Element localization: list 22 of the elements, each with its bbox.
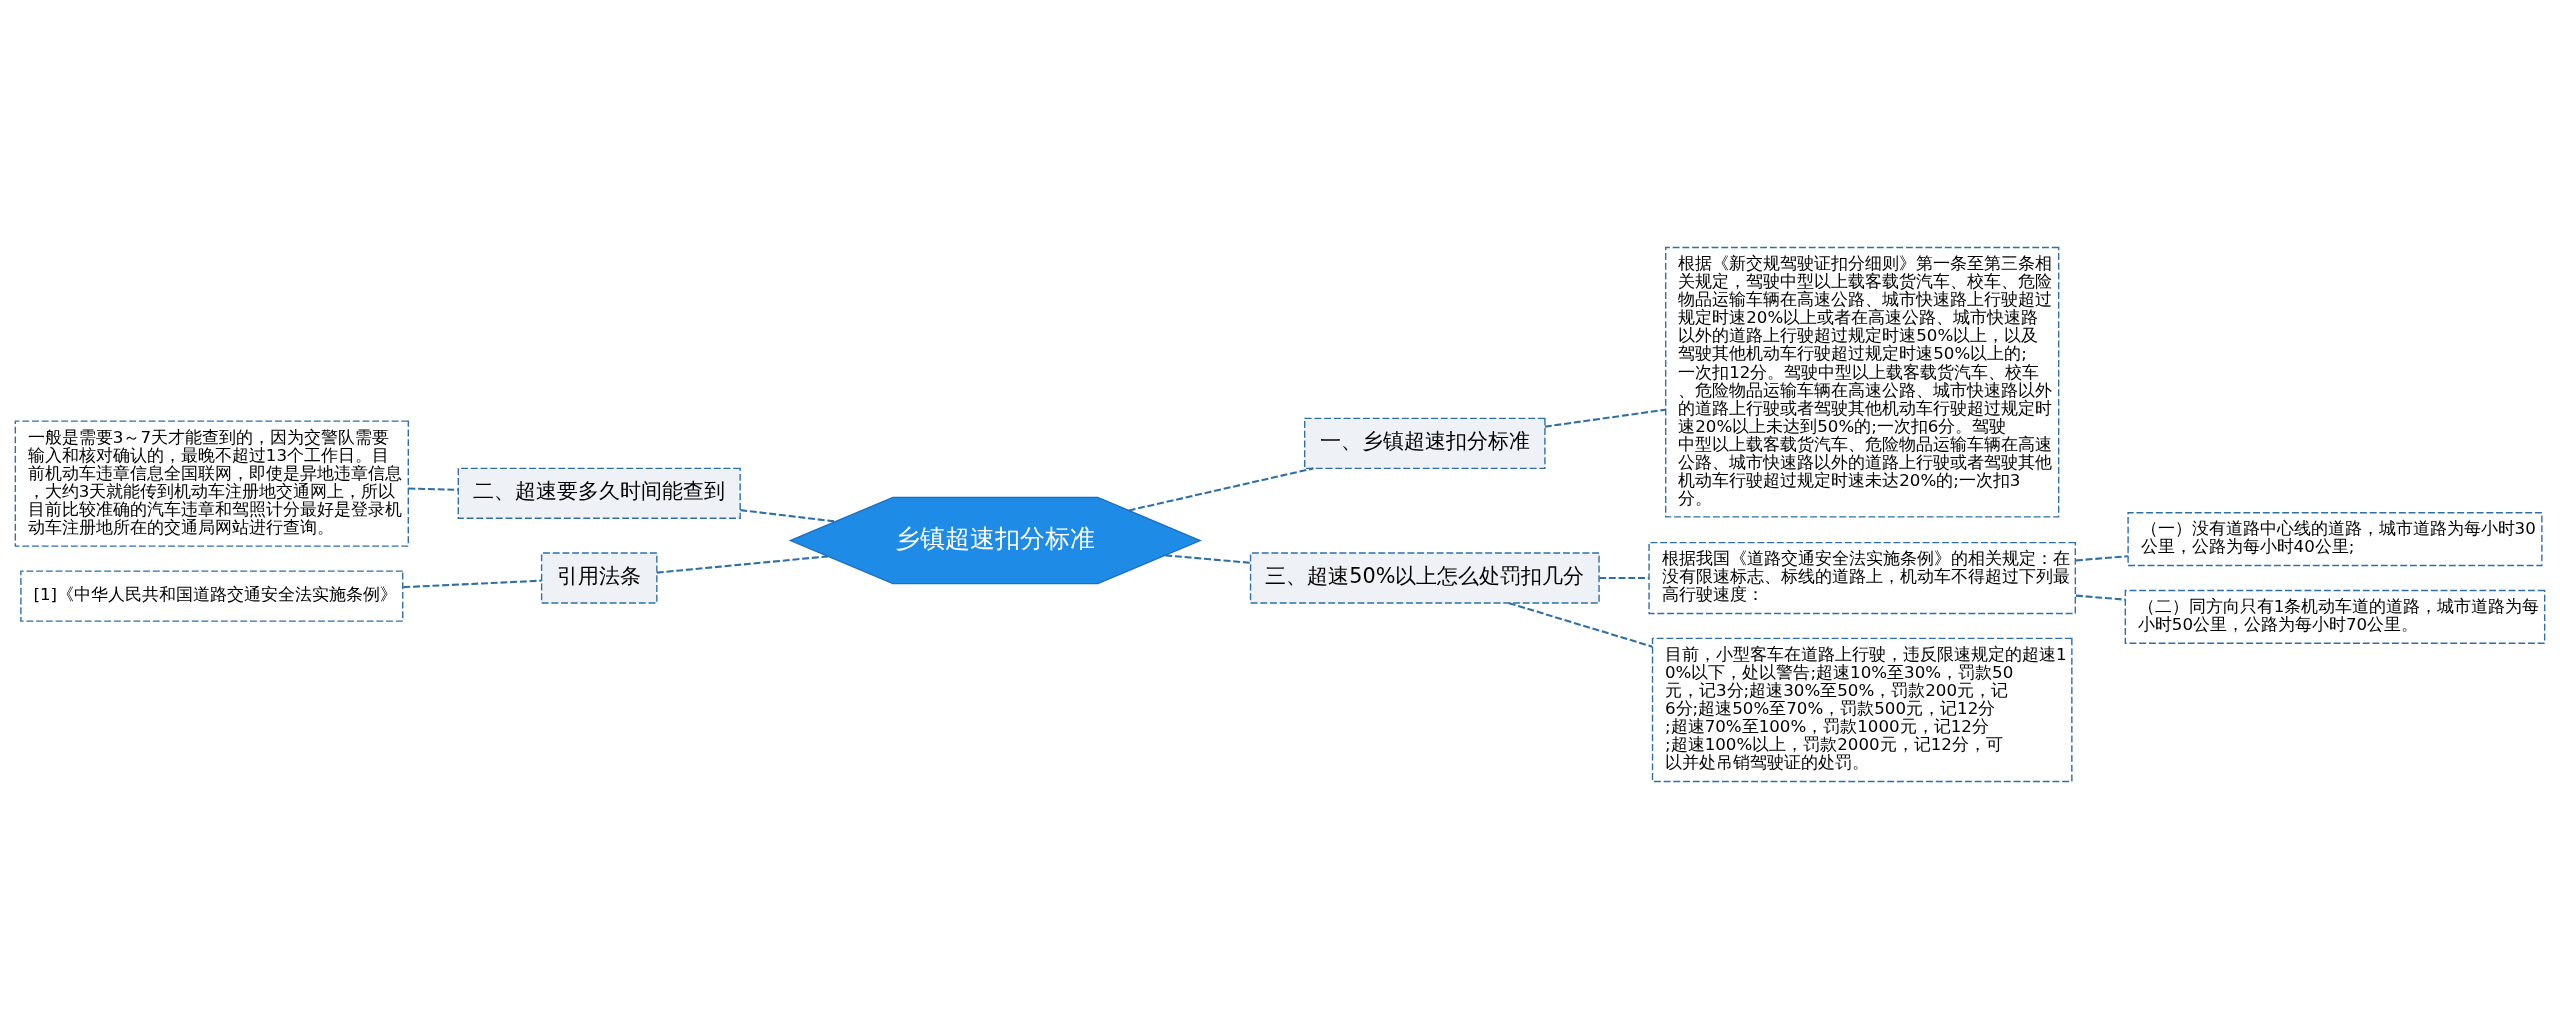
node-box: 引用法条 bbox=[540, 552, 658, 604]
node-box: 根据我国《道路交通安全法实施条例》的相关规定：在没有限速标志、标线的道路上，机动车不得超过下列最高行驶速度： bbox=[1648, 541, 2077, 615]
node-box: 一、乡镇超速扣分标准 bbox=[1304, 417, 1546, 470]
node-box: [1]《中华人民共和国道路交通安全法实施条例》 bbox=[20, 570, 404, 622]
connector bbox=[408, 487, 458, 491]
connector bbox=[1165, 554, 1251, 564]
connector bbox=[2075, 555, 2128, 562]
connector bbox=[1508, 602, 1653, 648]
connector bbox=[403, 579, 542, 589]
connector bbox=[740, 509, 836, 523]
node-box: （一）没有道路中心线的道路，城市道路为每小时30公里，公路为每小时40公里; bbox=[2127, 512, 2543, 567]
connector bbox=[1128, 467, 1314, 512]
node-box: 目前，小型客车在道路上行驶，违反限速规定的超速10%以下，处以警告;超速10%至30%，罚款50元，记3分;超速30%至50%，罚款200元，记6分;超速50%至70%，罚款500元，记12分;超速70%至100%，罚款1000元，记12分;超速100%以上，罚款2000元，记12分，可以并处吊销驾驶证的处罚。 bbox=[1651, 637, 2073, 783]
node-box: 二、超速要多久时间能查到 bbox=[457, 467, 741, 519]
node-box: 三、超速50%以上怎么处罚扣几分 bbox=[1249, 552, 1600, 604]
connector bbox=[1544, 408, 1666, 428]
node-box: 根据《新交规驾驶证扣分细则》第一条至第三条相关规定，驾驶中型以上载客载货汽车、校车、危险物品运输车辆在高速公路、城市快速路上行驶超过规定时速20%以上或者在高速公路、城市快速路以外的道路上行驶超过规定时速50%以上，以及驾驶其他机动车行驶超过规定时速50%以上的;一次扣12分。驾驶中型以上载客载货汽车、校车、危险物品运输车辆在高速公路、城市快速路以外的道路上行驶或者驾驶其他机动车行驶超过规定时速20%以上未达到50%的;一次扣6分。驾驶中型以上载客载货汽车、危险物品运输车辆在高速公路、城市快速路以外的道路上行驶或者驾驶其他机动车行驶超过规定时速未达20%的;一次扣3分。 bbox=[1665, 246, 2060, 518]
node-box: （二）同方向只有1条机动车道的道路，城市道路为每小时50公里，公路为每小时70公里。 bbox=[2124, 589, 2546, 644]
connector bbox=[2075, 594, 2126, 601]
connector bbox=[656, 555, 829, 574]
connector bbox=[1599, 577, 1649, 580]
node-box: 一般是需要3～7天才能查到的，因为交警队需要输入和核对确认的，最晚不超过13个工作日。目前机动车违章信息全国联网，即使是异地违章信息，大约3天就能传到机动车注册地交通网上，所以目前比较准确的汽车违章和驾照计分最好是登录机动车注册地所在的交通局网站进行查询。 bbox=[14, 420, 409, 547]
